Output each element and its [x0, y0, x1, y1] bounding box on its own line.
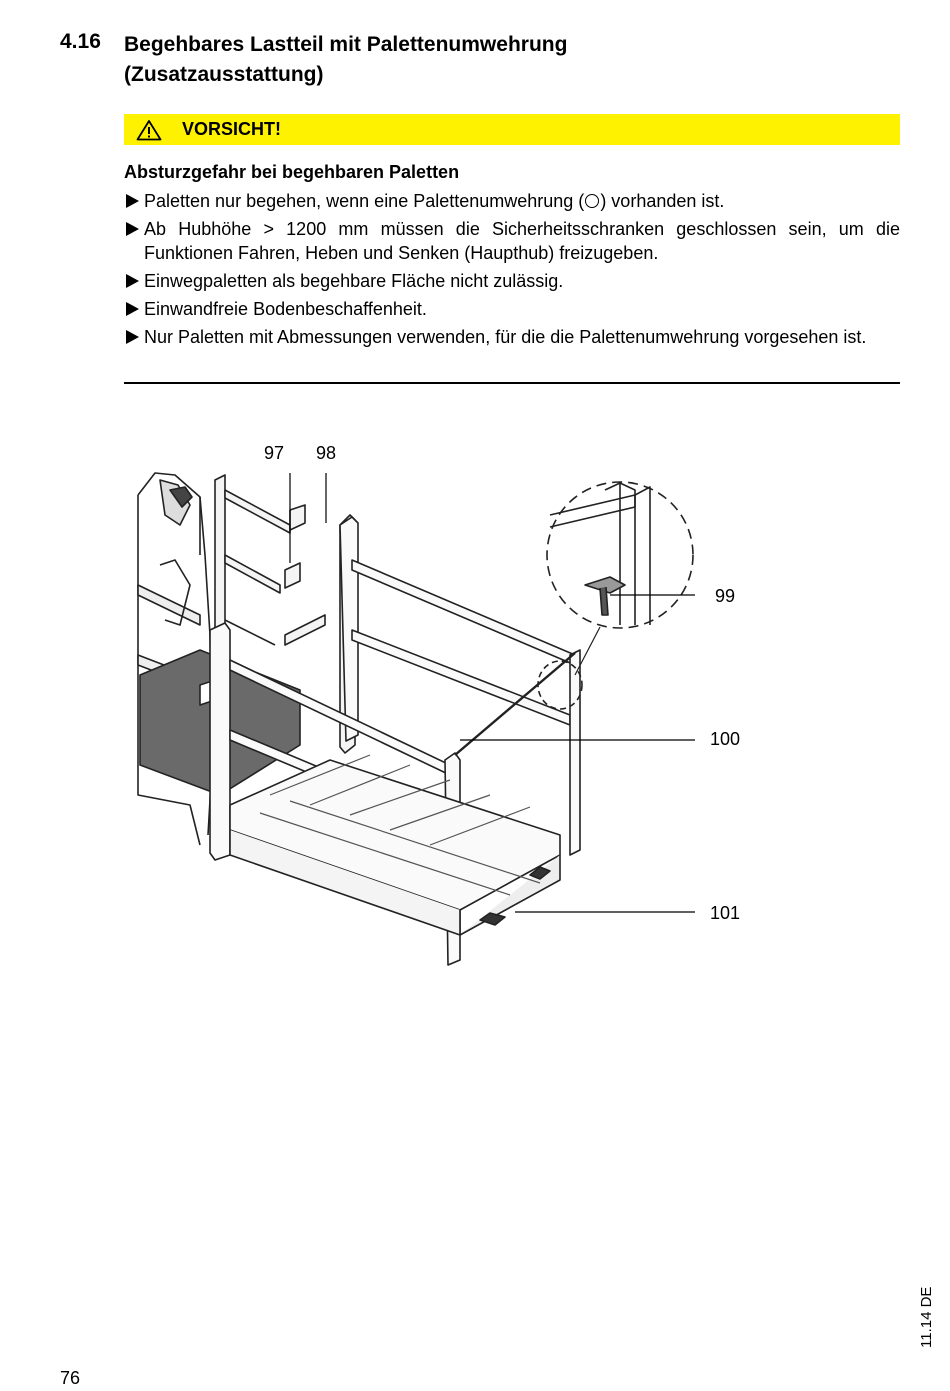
optional-equipment-circle-icon — [585, 194, 600, 208]
arrow-bullet-icon — [126, 222, 139, 236]
instruction-list: Paletten nur begehen, wenn eine Paletten… — [124, 189, 900, 353]
arrow-bullet-icon — [126, 194, 139, 208]
instruction-text-part: Paletten nur begehen, wenn eine Paletten… — [144, 191, 585, 211]
callout-98: 98 — [316, 443, 336, 463]
instruction-text: Einwegpaletten als begehbare Fläche nich… — [144, 271, 564, 291]
arrow-bullet-icon — [126, 302, 139, 316]
hazard-title: Absturzgefahr bei begehbaren Paletten — [124, 162, 460, 182]
instruction-text: Nur Paletten mit Abmessungen verwenden, … — [144, 327, 867, 347]
pallet-enclosure-illustration: 97 98 99 100 101 — [137, 443, 740, 966]
instruction-item: Paletten nur begehen, wenn eine Paletten… — [124, 189, 900, 213]
instruction-text: Ab Hubhöhe > 1200 mm müssen die Sicherhe… — [144, 219, 900, 263]
warning-label: VORSICHT! — [182, 119, 281, 139]
warning-banner: VORSICHT! — [124, 114, 900, 145]
warning-triangle-icon — [136, 119, 162, 140]
section-divider — [124, 382, 900, 384]
section-title: Begehbares Lastteil mit Palettenumwehrun… — [124, 30, 884, 90]
instruction-text: Einwandfreie Bodenbeschaffenheit. — [144, 299, 427, 319]
arrow-bullet-icon — [126, 274, 139, 288]
instruction-item: Einwandfreie Bodenbeschaffenheit. — [124, 297, 900, 321]
callout-100: 100 — [710, 729, 740, 749]
arrow-bullet-icon — [126, 330, 139, 344]
section-number: 4.16 — [60, 30, 101, 53]
section-title-line-2: (Zusatzausstattung) — [124, 63, 324, 86]
instruction-item: Einwegpaletten als begehbare Fläche nich… — [124, 269, 900, 293]
callout-101: 101 — [710, 903, 740, 923]
callout-97: 97 — [264, 443, 284, 463]
instruction-item: Ab Hubhöhe > 1200 mm müssen die Sicherhe… — [124, 217, 900, 265]
instruction-item: Nur Paletten mit Abmessungen verwenden, … — [124, 325, 900, 349]
callout-99: 99 — [715, 586, 735, 606]
section-title-line-1: Begehbares Lastteil mit Palettenumwehrun… — [124, 33, 568, 56]
page-number: 76 — [60, 1368, 81, 1388]
document-version: 11.14 DE — [918, 1286, 935, 1348]
instruction-text-part: ) vorhanden ist. — [600, 191, 725, 211]
